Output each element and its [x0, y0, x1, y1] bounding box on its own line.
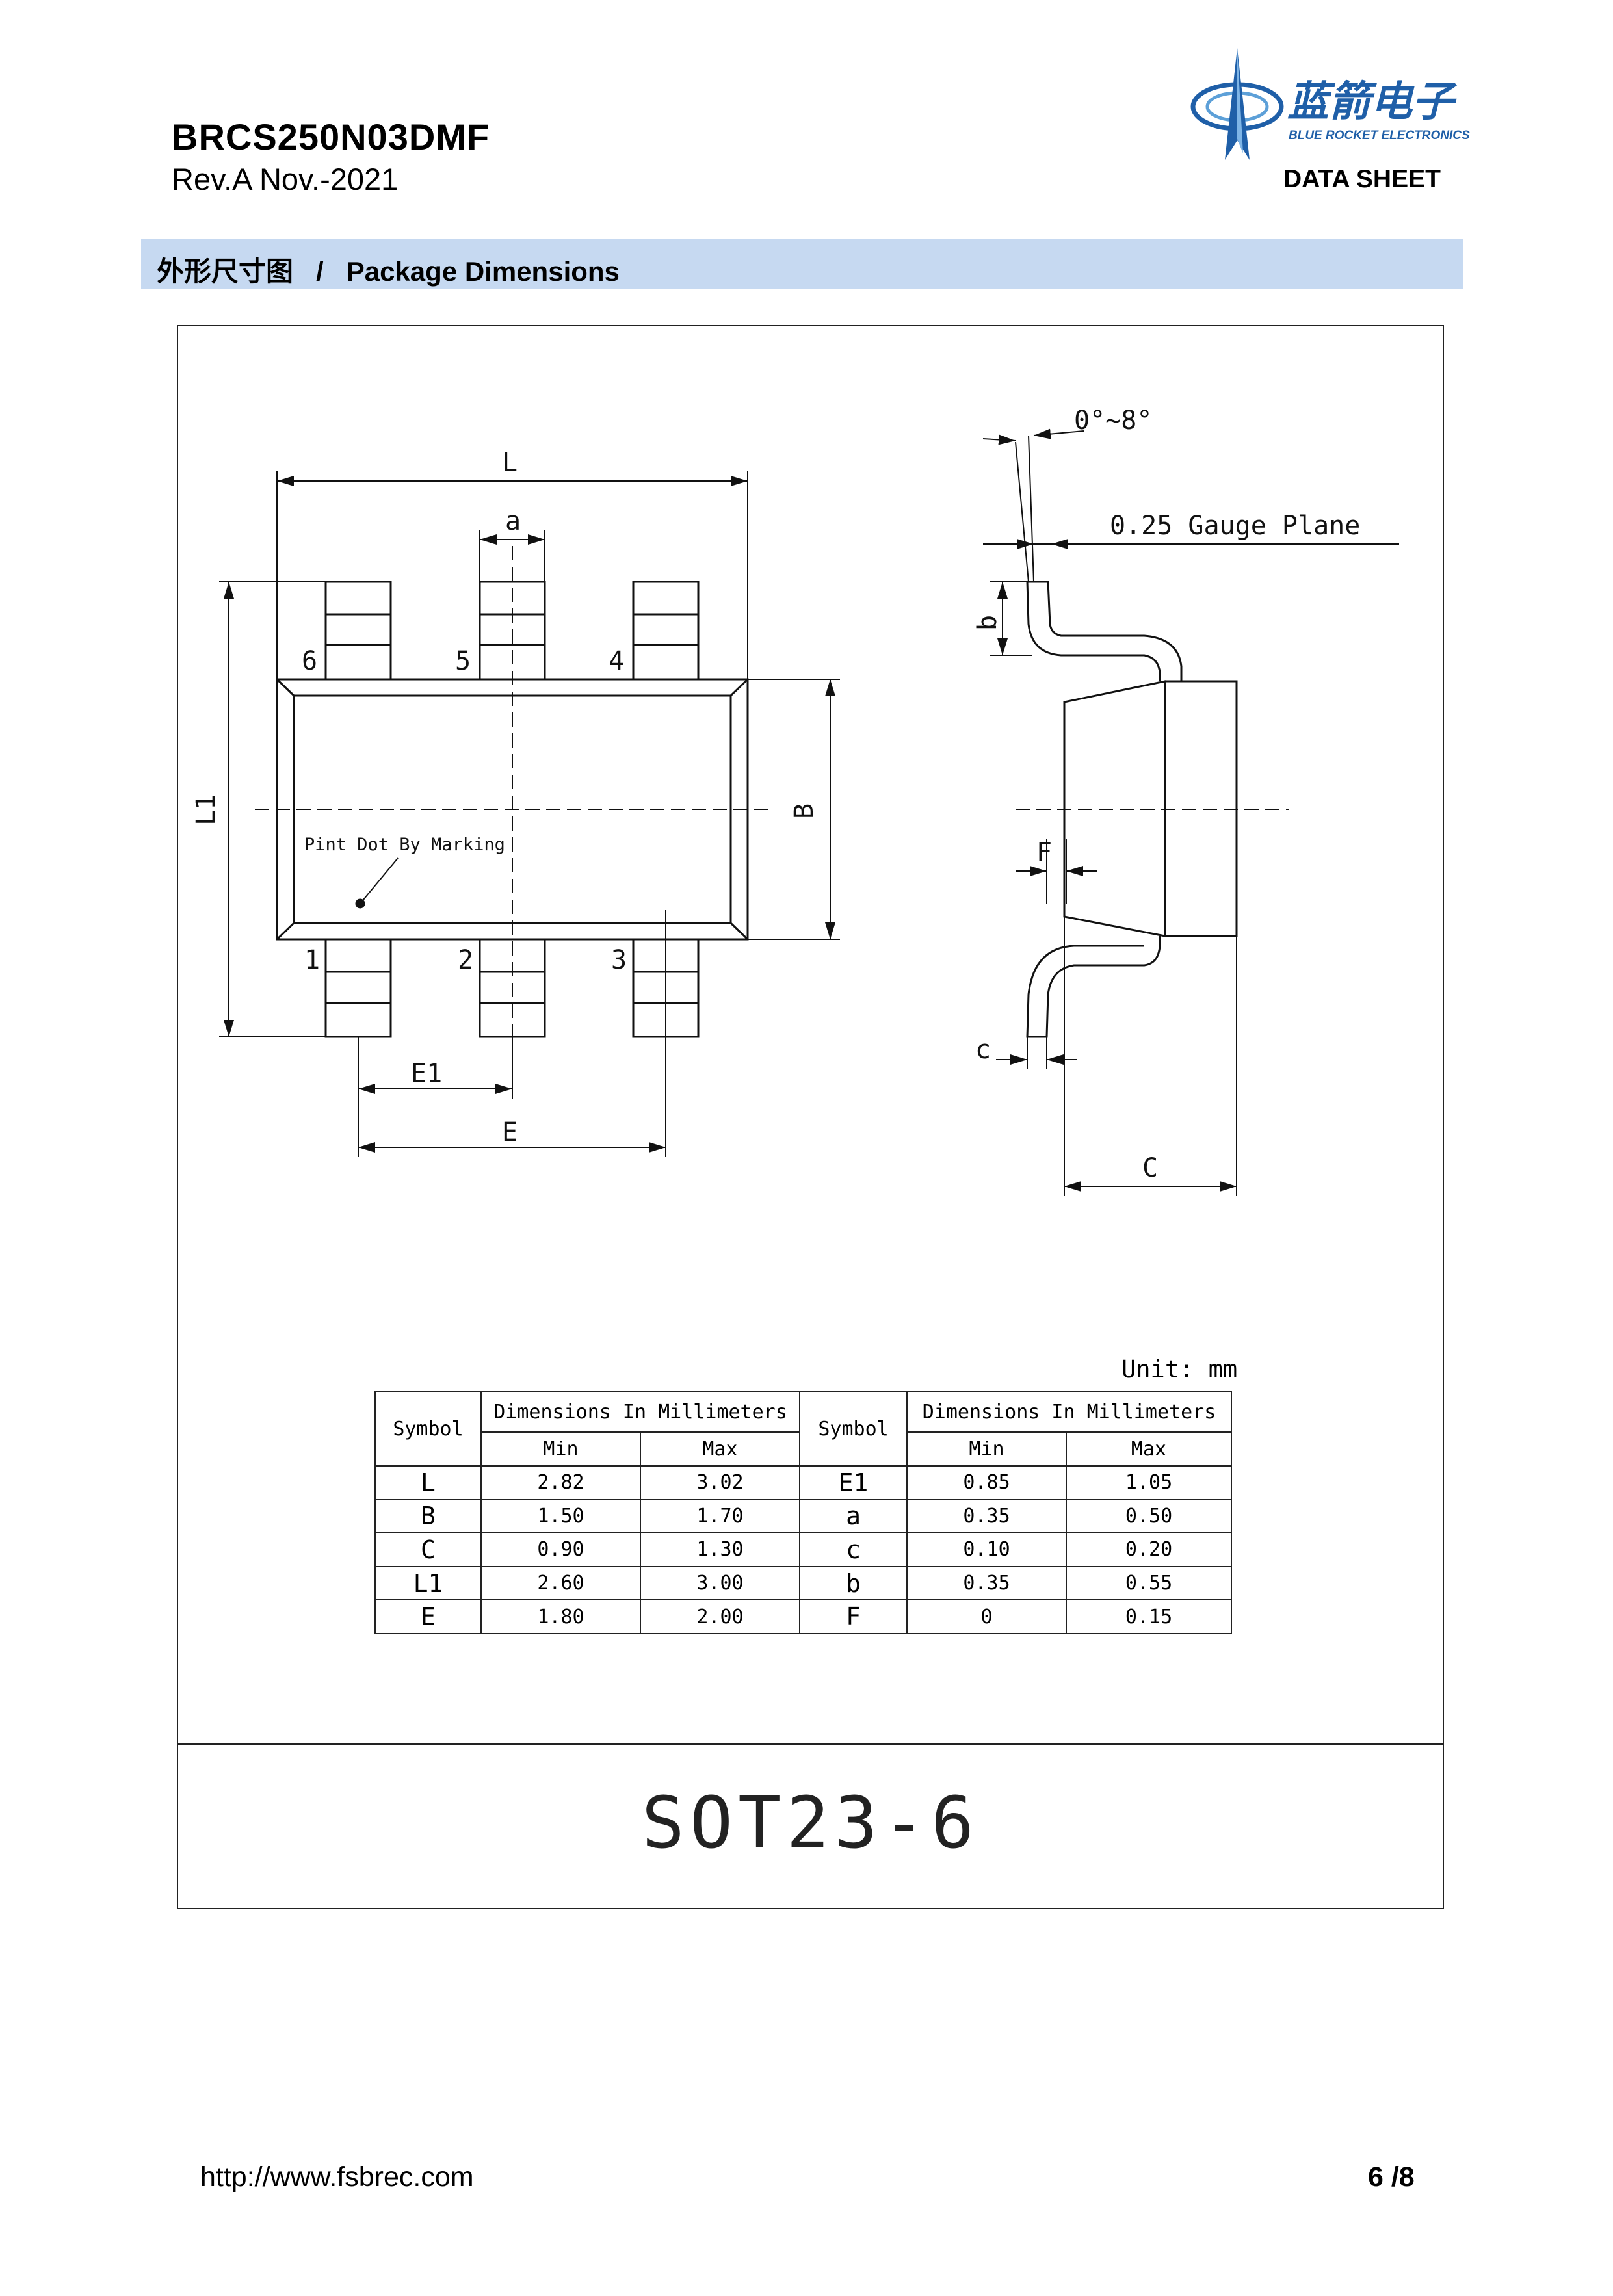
symbol-header: Symbol [374, 1391, 482, 1467]
page-number: 6 /8 [1368, 2161, 1415, 2193]
table-cell: 0.20 [1066, 1532, 1233, 1567]
company-logo: 蓝箭电子 BLUE ROCKET ELECTRONICS [1190, 48, 1470, 160]
label-E: E [502, 1117, 518, 1147]
table-cell: 0.15 [1066, 1599, 1233, 1634]
package-name: SOT23-6 [641, 1781, 980, 1864]
section-title: 外形尺寸图 / Package Dimensions [157, 250, 620, 289]
table-cell: a [799, 1498, 908, 1534]
section-title-bar [141, 239, 1463, 289]
table-row: B 1.50 1.70 a 0.35 0.50 [374, 1498, 1233, 1534]
label-c: c [975, 1035, 991, 1065]
section-title-separator: / [316, 256, 324, 287]
table-cell: 2.60 [480, 1565, 641, 1601]
logo-english-text: BLUE ROCKET ELECTRONICS [1289, 129, 1470, 142]
table-row: L1 2.60 3.00 b 0.35 0.55 [374, 1565, 1233, 1601]
label-B: B [789, 803, 819, 819]
footer-website-link[interactable]: http://www.fsbrec.com [200, 2161, 474, 2193]
label-E1: E1 [411, 1059, 442, 1089]
pin-6 [324, 581, 392, 681]
symbol-header: Symbol [799, 1391, 908, 1467]
section-title-cn: 外形尺寸图 [157, 256, 294, 287]
pin1-dot-icon [355, 898, 365, 909]
min-header: Min [906, 1431, 1068, 1467]
marking-note: Pint Dot By Marking [304, 835, 505, 855]
dimensions-header: Dimensions In Millimeters [906, 1391, 1233, 1433]
label-C: C [1142, 1153, 1158, 1183]
rocket-logo-icon [1190, 48, 1284, 160]
table-cell: E1 [799, 1465, 908, 1500]
frame-divider [177, 1743, 1444, 1745]
unit-label: Unit: mm [1121, 1355, 1238, 1383]
pin-label-5: 5 [455, 646, 471, 676]
label-L: L [502, 448, 518, 478]
pin-label-2: 2 [458, 945, 473, 975]
label-a: a [505, 506, 521, 536]
table-cell: 0.50 [1066, 1498, 1233, 1534]
label-F: F [1036, 838, 1052, 868]
table-cell: 1.80 [480, 1599, 641, 1634]
pin-label-1: 1 [304, 945, 320, 975]
document-type: DATA SHEET [1283, 165, 1441, 193]
dimensions-table: Symbol Dimensions In Millimeters Symbol … [374, 1391, 1233, 1634]
table-cell: 3.00 [639, 1565, 801, 1601]
pin-4 [632, 581, 700, 681]
table-cell: b [799, 1565, 908, 1601]
revision-date: Rev.A Nov.-2021 [172, 162, 399, 196]
table-cell: 1.05 [1066, 1465, 1233, 1500]
side-lead-top-outer [1027, 581, 1183, 681]
label-b: b [973, 615, 1003, 631]
pin-label-3: 3 [611, 945, 627, 975]
table-cell: 3.02 [639, 1465, 801, 1500]
dimensions-header: Dimensions In Millimeters [480, 1391, 801, 1433]
side-lead-top-inner [1026, 581, 1161, 681]
min-header: Min [480, 1431, 641, 1467]
table-cell: E [374, 1599, 482, 1634]
table-cell: 0.35 [906, 1565, 1068, 1601]
table-row: L 2.82 3.02 E1 0.85 1.05 [374, 1465, 1233, 1500]
table-cell: 0 [906, 1599, 1068, 1634]
pin-1 [324, 938, 392, 1038]
max-header: Max [1066, 1431, 1233, 1467]
table-cell: 1.70 [639, 1498, 801, 1534]
table-cell: L1 [374, 1565, 482, 1601]
drawing-frame [177, 325, 1444, 1909]
table-row: E 1.80 2.00 F 0 0.15 [374, 1599, 1233, 1634]
table-cell: F [799, 1599, 908, 1634]
table-cell: 1.50 [480, 1498, 641, 1534]
label-gauge-plane: 0.25 Gauge Plane [1110, 511, 1360, 541]
table-cell: 1.30 [639, 1532, 801, 1567]
max-header: Max [639, 1431, 801, 1467]
side-view [982, 428, 1399, 1196]
pin-label-4: 4 [609, 646, 624, 676]
table-cell: 0.35 [906, 1498, 1068, 1534]
package-drawing: L a 6 5 4 1 2 3 E1 E L1 B Pint Dot By Ma… [191, 406, 1399, 1196]
label-angle: 0°~8° [1074, 406, 1152, 436]
table-cell: 0.90 [480, 1532, 641, 1567]
logo-chinese-text: 蓝箭电子 [1287, 78, 1458, 126]
side-lead-bottom [1026, 936, 1161, 1038]
label-L1: L1 [191, 794, 221, 826]
table-row: C 0.90 1.30 c 0.10 0.20 [374, 1532, 1233, 1567]
table-cell: C [374, 1532, 482, 1567]
table-cell: 2.00 [639, 1599, 801, 1634]
table-cell: B [374, 1498, 482, 1534]
top-view [219, 471, 840, 1157]
table-cell: c [799, 1532, 908, 1567]
table-cell: 0.55 [1066, 1565, 1233, 1601]
table-cell: L [374, 1465, 482, 1500]
section-title-en: Package Dimensions [346, 256, 620, 287]
part-number: BRCS250N03DMF [172, 116, 490, 157]
table-cell: 0.85 [906, 1465, 1068, 1500]
table-cell: 2.82 [480, 1465, 641, 1500]
pin-label-6: 6 [302, 646, 317, 676]
table-cell: 0.10 [906, 1532, 1068, 1567]
